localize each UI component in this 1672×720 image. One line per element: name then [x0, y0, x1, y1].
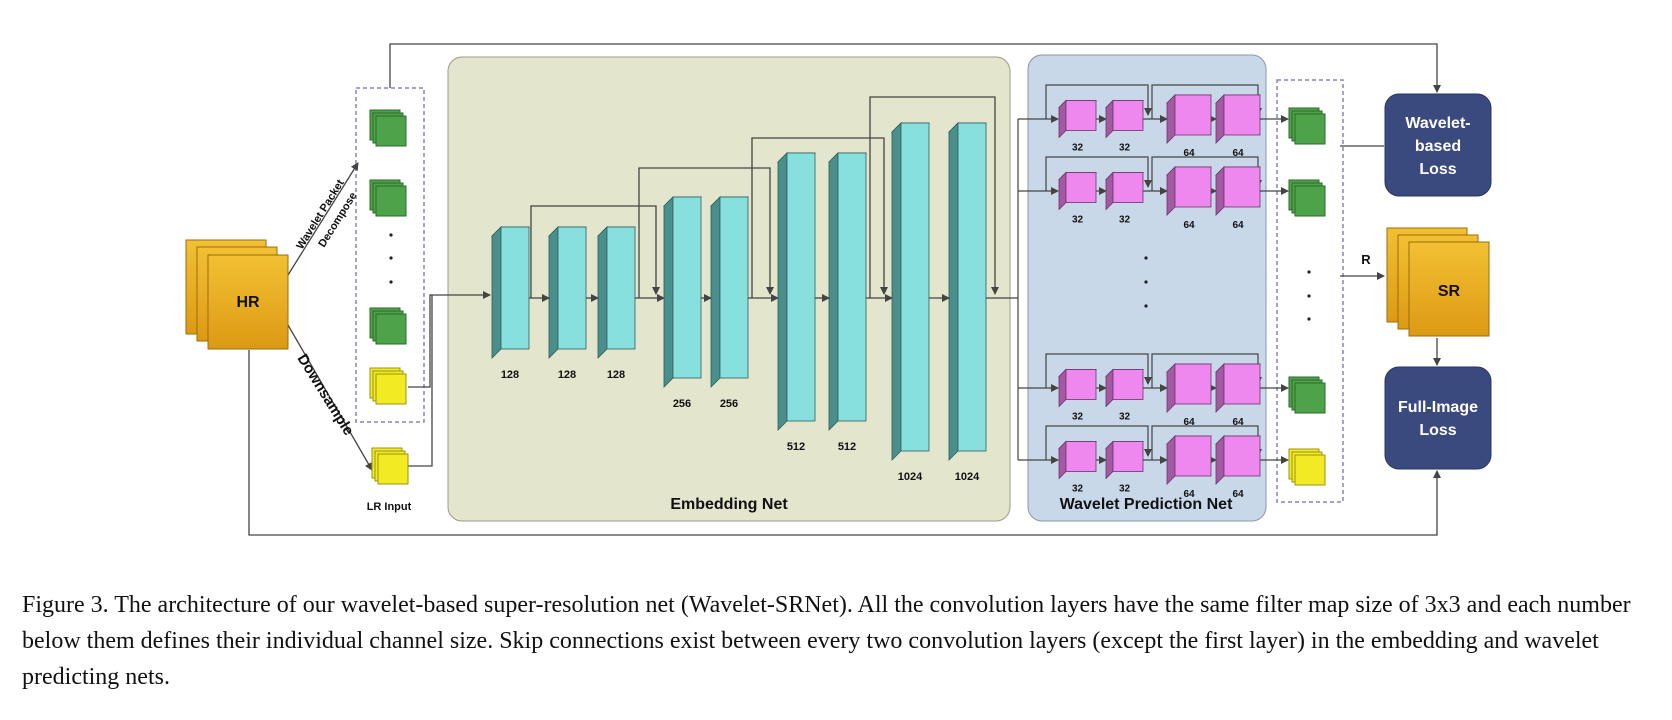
prediction-layer-3-4	[1215, 363, 1261, 413]
embedding-layer-5	[710, 196, 749, 388]
svg-text:based: based	[1415, 138, 1461, 155]
input-coefficient-blocks	[369, 109, 409, 485]
prediction-channel-label: 32	[1119, 143, 1131, 154]
wavelet-prediction-net-label: Wavelet Prediction Net	[1060, 496, 1233, 513]
prediction-layer-4-3	[1166, 435, 1212, 485]
prediction-channel-label: 32	[1072, 412, 1084, 423]
embedding-layer-8	[891, 122, 930, 461]
prediction-layer-2-3	[1166, 166, 1212, 216]
prediction-layer-3-3	[1166, 363, 1212, 413]
prediction-channel-label: 64	[1183, 148, 1195, 159]
prediction-channel-label: 32	[1119, 484, 1131, 495]
prediction-channel-label: 32	[1072, 484, 1084, 495]
prediction-channel-label: 64	[1232, 148, 1244, 159]
hr-label: HR	[236, 294, 260, 311]
embedding-channel-label: 1024	[955, 471, 980, 483]
prediction-layers: 32 32 64 64 32 32 64 64 32 32 64 64 32 32 64 64	[1058, 94, 1261, 500]
wavelet-coefficients-container	[355, 87, 425, 423]
embedding-channel-label: 1024	[898, 471, 923, 483]
green-block-2	[369, 179, 407, 217]
embedding-layers: 128 128 128 256 256 512 512 1024 1024	[491, 122, 987, 483]
hr-image-stack: HR	[185, 239, 289, 350]
prediction-layer-1-3	[1166, 94, 1212, 144]
embedding-channel-label: 128	[501, 369, 519, 381]
connector-lines	[248, 43, 1441, 536]
prediction-channel-label: 64	[1232, 220, 1244, 231]
embedding-layer-9	[948, 122, 987, 461]
prediction-layer-2-2	[1105, 171, 1144, 211]
embedding-net-label: Embedding Net	[670, 496, 788, 513]
prediction-connections	[1017, 84, 1289, 464]
embedding-layer-2	[548, 226, 587, 359]
embedding-layer-3	[597, 226, 636, 359]
prediction-layer-3-2	[1105, 368, 1144, 408]
embedding-channel-label: 512	[787, 441, 805, 453]
yellow-block-lowpass	[369, 367, 407, 405]
figure-caption: Figure 3. The architecture of our wavele…	[22, 592, 1631, 690]
yellow-block-lr-input	[371, 447, 409, 485]
output-green-block-3	[1288, 376, 1326, 414]
svg-text:Full-Image: Full-Image	[1398, 399, 1478, 416]
ellipsis-dots-right	[1307, 270, 1311, 321]
embedding-channel-label: 256	[673, 398, 691, 410]
embedding-layer-6	[777, 152, 816, 431]
prediction-layer-2-4	[1215, 166, 1261, 216]
output-green-block-1	[1288, 107, 1326, 145]
svg-text:Loss: Loss	[1419, 161, 1456, 178]
prediction-channel-label: 64	[1232, 489, 1244, 500]
architecture-diagram: HR LR Input	[185, 43, 1492, 536]
prediction-channel-label: 32	[1119, 215, 1131, 226]
prediction-layer-4-2	[1105, 440, 1144, 480]
prediction-channel-label: 32	[1072, 215, 1084, 226]
prediction-layer-3-1	[1058, 368, 1097, 408]
prediction-channel-label: 64	[1183, 489, 1195, 500]
embedding-channel-label: 128	[558, 369, 576, 381]
svg-text:Wavelet-: Wavelet-	[1405, 115, 1470, 132]
prediction-channel-label: 64	[1232, 417, 1244, 428]
output-green-block-2	[1288, 179, 1326, 217]
embedding-channel-label: 512	[838, 441, 856, 453]
svg-text:Loss: Loss	[1419, 422, 1456, 439]
lr-input-label: LR Input	[367, 501, 412, 513]
embedding-channel-label: 128	[607, 369, 625, 381]
green-block-3	[369, 307, 407, 345]
prediction-layer-1-1	[1058, 99, 1097, 139]
output-yellow-block	[1288, 448, 1326, 486]
ellipsis-dots-left	[389, 233, 393, 284]
embedding-layer-4	[663, 196, 702, 388]
wavelet-based-loss-box: Wavelet- based Loss	[1384, 93, 1492, 197]
embedding-layer-1	[491, 226, 530, 359]
embedding-connections	[529, 96, 1018, 302]
prediction-channel-label: 32	[1072, 143, 1084, 154]
downsample-label: Downsample	[294, 351, 357, 438]
full-image-loss-box: Full-Image Loss	[1384, 366, 1492, 470]
prediction-layer-4-1	[1058, 440, 1097, 480]
prediction-layer-1-4	[1215, 94, 1261, 144]
prediction-layer-1-2	[1105, 99, 1144, 139]
green-block-1	[369, 109, 407, 147]
prediction-channel-label: 64	[1183, 220, 1195, 231]
prediction-layer-2-1	[1058, 171, 1097, 211]
prediction-channel-label: 32	[1119, 412, 1131, 423]
sr-label: SR	[1438, 283, 1461, 300]
prediction-layer-4-4	[1215, 435, 1261, 485]
prediction-channel-label: 64	[1183, 417, 1195, 428]
predicted-coefficients-container	[1276, 79, 1344, 503]
output-coefficient-blocks	[1288, 107, 1326, 486]
embedding-channel-label: 256	[720, 398, 738, 410]
r-label: R	[1361, 252, 1371, 267]
embedding-layer-7	[828, 152, 867, 431]
sr-image-stack: SR	[1386, 227, 1490, 337]
ellipsis-dots-prediction	[1144, 256, 1148, 308]
